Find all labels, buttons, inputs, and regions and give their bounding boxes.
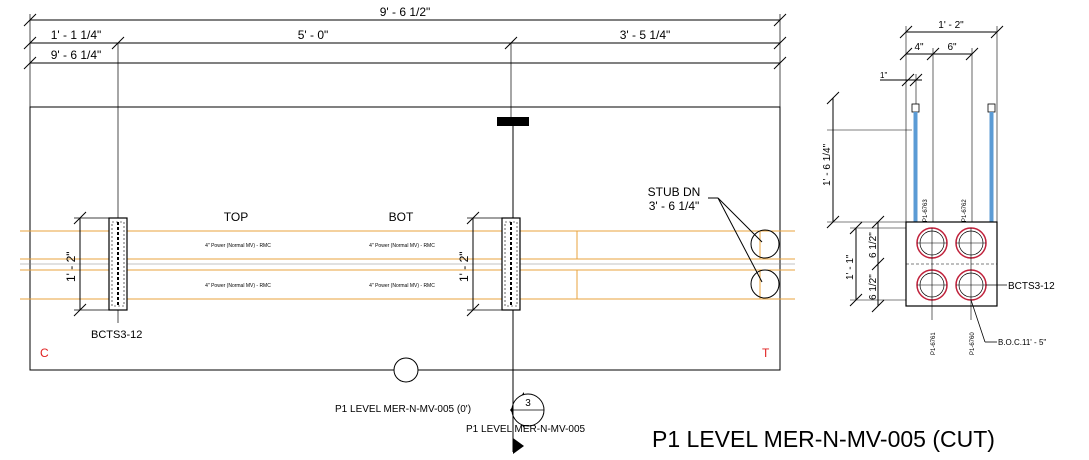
section-ref-label: P1 LEVEL MER-N-MV-005 [466, 424, 586, 435]
marker-c: C [40, 346, 49, 360]
stub-circle-bottom [750, 269, 780, 299]
cond-id-6760: P1-6760 [970, 332, 976, 355]
dimension-chain: 1' - 1 1/4" 5' - 0" 3' - 5 1/4" [23, 28, 787, 50]
dim-seg3-label: 3' - 5 1/4" [620, 28, 671, 42]
sec-dim-6: 6" [947, 42, 957, 53]
dimension-overall: 9' - 6 1/2" [23, 5, 787, 110]
tag-bcts-plan: BCTS3-12 [91, 329, 142, 341]
section-view: 1' - 2" 4" 6" 1" 1' - 6 1/4" [822, 20, 1055, 355]
cond-id-6763: P1-6763 [923, 199, 929, 222]
conduit-label-2: 4" Power (Normal MV) - RMC [369, 243, 435, 249]
section-bubble: 3 [510, 392, 545, 454]
conduit-label-4: 4" Power (Normal MV) - RMC [369, 283, 435, 289]
sec-tag-boc: B.O.C.11' - 5" [998, 338, 1046, 347]
sec-tag-bcts: BCTS3-12 [1008, 281, 1055, 292]
marker-t: T [762, 346, 770, 360]
support-bracket-left: 1' - 2" [64, 211, 128, 323]
conduit-lines [20, 230, 795, 300]
cond-id-6761: P1-6761 [931, 332, 937, 355]
label-bot: BOT [389, 210, 414, 224]
sec-dim-61-2-bot: 6 1/2" [868, 274, 879, 300]
reference-circle [393, 357, 419, 383]
sec-dim-1-1: 1' - 1" [845, 254, 856, 280]
sec-dim-4: 4" [914, 42, 924, 53]
conduit-label-1: 4" Power (Normal MV) - RMC [205, 243, 271, 249]
dim-vert-right-label: 1' - 2" [457, 251, 471, 282]
label-top: TOP [224, 210, 248, 224]
sec-dim-vert: 1' - 6 1/4" [822, 143, 833, 186]
ref-level-label: P1 LEVEL MER-N-MV-005 (0') [335, 404, 471, 415]
section-number: 3 [525, 398, 531, 409]
dim-vert-left-label: 1' - 2" [64, 251, 78, 282]
stub-circle-top [750, 229, 780, 259]
stub-label-line2: 3' - 6 1/4" [649, 199, 700, 213]
sec-dim-61-2-top: 6 1/2" [868, 232, 879, 258]
sec-dim-top: 1' - 2" [938, 20, 964, 31]
dim-seg1-label: 1' - 1 1/4" [51, 28, 102, 42]
drawing-title: P1 LEVEL MER-N-MV-005 (CUT) [652, 426, 995, 452]
section-cut-marker [497, 117, 529, 126]
sec-dim-1: 1" [880, 71, 887, 80]
dimension-inner: 9' - 6 1/4" [23, 48, 787, 70]
stub-label-line1: STUB DN [648, 185, 701, 199]
plan-view: 9' - 6 1/2" 1' - 1 1/4" 5' - 0" 3' - 5 1… [20, 5, 795, 454]
conduit-label-3: 4" Power (Normal MV) - RMC [205, 283, 271, 289]
dim-seg2-label: 5' - 0" [298, 28, 329, 42]
support-bracket-right: 1' - 2" [457, 211, 521, 317]
dim-inner-label: 9' - 6 1/4" [51, 48, 102, 62]
dim-overall-label: 9' - 6 1/2" [380, 5, 431, 19]
cond-id-6762: P1-6762 [962, 199, 968, 222]
vault-outline [29, 106, 781, 371]
